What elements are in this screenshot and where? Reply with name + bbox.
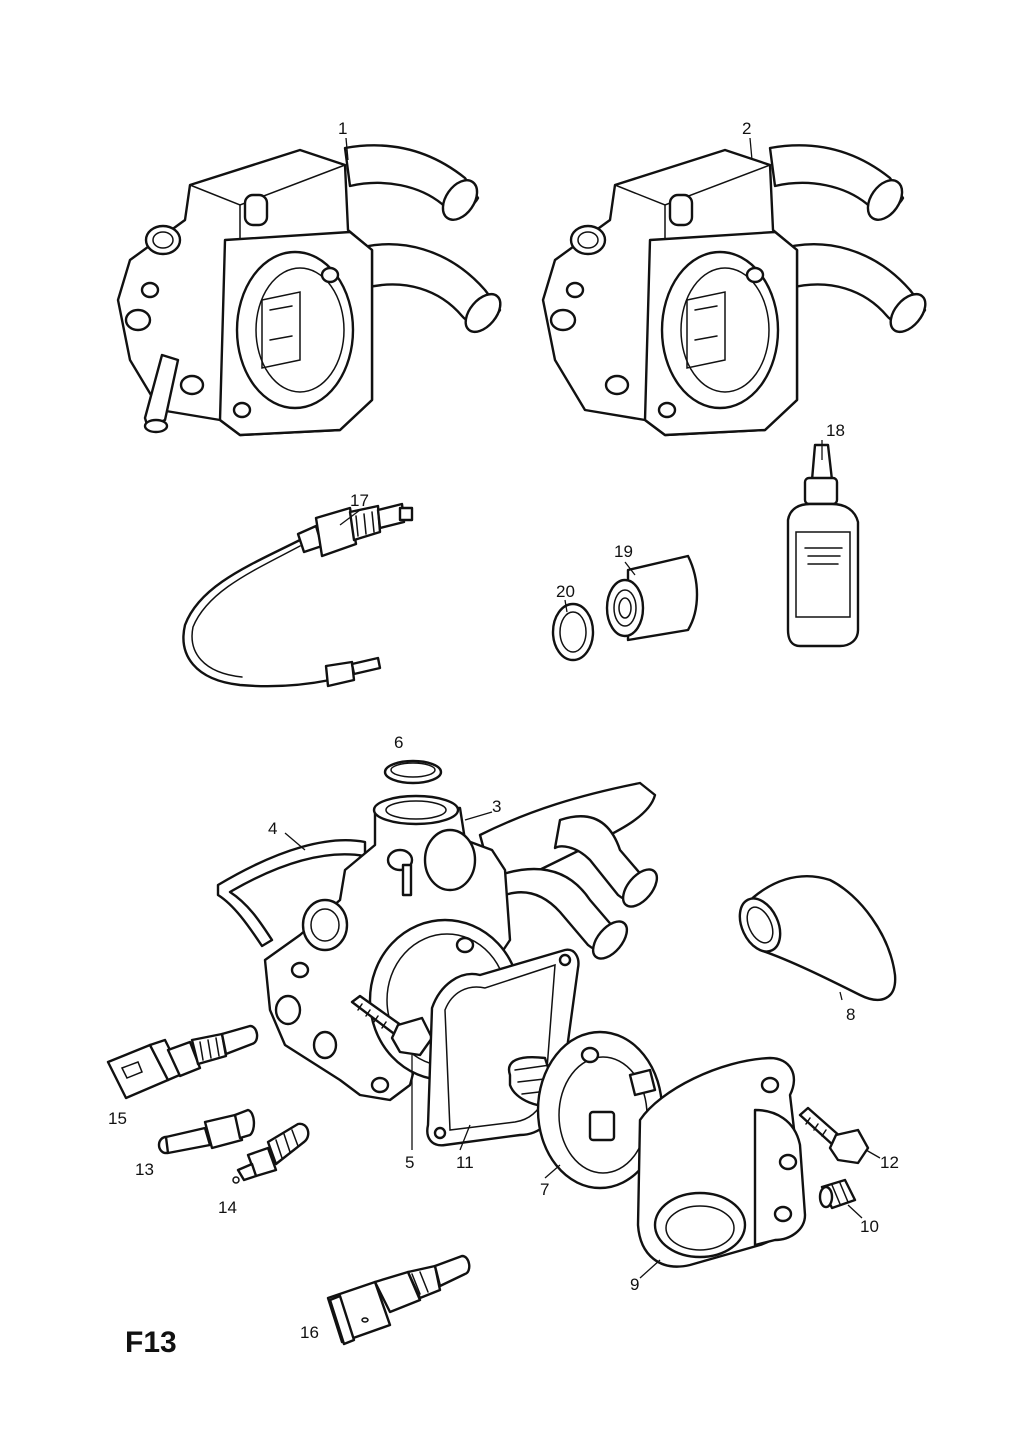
part-1-thermostat-housing bbox=[116, 144, 502, 437]
callout-6: 6 bbox=[394, 733, 403, 752]
callout-12: 12 bbox=[880, 1153, 899, 1172]
callout-15: 15 bbox=[108, 1109, 127, 1128]
callout-5: 5 bbox=[405, 1153, 414, 1172]
part-10-plug bbox=[818, 1178, 857, 1210]
callout-8: 8 bbox=[846, 1005, 855, 1024]
part-19-cap bbox=[605, 554, 699, 642]
part-8-rubber-boot bbox=[738, 875, 897, 1002]
part-16-sensor bbox=[326, 1254, 471, 1346]
part-2-thermostat-housing bbox=[541, 144, 927, 437]
callout-3: 3 bbox=[492, 797, 501, 816]
part-6-o-ring bbox=[383, 759, 443, 785]
part-17-sensor-with-lead bbox=[182, 502, 414, 688]
part-14-sensor bbox=[232, 1122, 310, 1184]
part-12-bolt bbox=[798, 1106, 870, 1165]
part-7-thermostat bbox=[507, 1030, 664, 1190]
callout-13: 13 bbox=[135, 1160, 154, 1179]
callout-11: 11 bbox=[456, 1153, 474, 1172]
part-13-sensor bbox=[157, 1108, 256, 1155]
callout-10: 10 bbox=[860, 1217, 879, 1236]
callout-14: 14 bbox=[218, 1198, 237, 1217]
callout-7: 7 bbox=[540, 1180, 549, 1199]
part-4-gasket bbox=[216, 839, 367, 948]
callout-18: 18 bbox=[826, 421, 845, 440]
callout-17: 17 bbox=[350, 491, 369, 510]
part-20-seal-ring bbox=[551, 602, 595, 662]
leader-lines bbox=[284, 137, 881, 1279]
part-9-cover bbox=[636, 1056, 807, 1268]
part-5-bolt bbox=[350, 994, 434, 1150]
callout-labels: 1 2 3 4 5 6 7 8 9 10 11 12 13 14 15 16 1… bbox=[108, 119, 899, 1342]
callout-9: 9 bbox=[630, 1275, 639, 1294]
callout-19: 19 bbox=[614, 542, 633, 561]
diagram-code: F13 bbox=[125, 1326, 177, 1359]
part-15-sensor bbox=[106, 1024, 259, 1100]
callout-1: 1 bbox=[338, 119, 347, 138]
callout-16: 16 bbox=[300, 1323, 319, 1342]
callout-4: 4 bbox=[268, 819, 277, 838]
callout-2: 2 bbox=[742, 119, 751, 138]
part-18-sealant-bottle bbox=[786, 443, 860, 648]
callout-20: 20 bbox=[556, 582, 575, 601]
